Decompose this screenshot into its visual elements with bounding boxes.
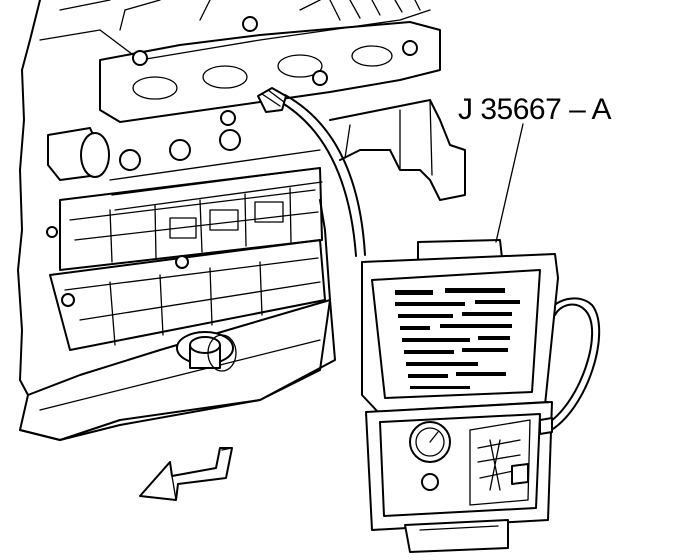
adapter-set <box>469 419 531 506</box>
instruction-plate <box>395 288 520 389</box>
tool-case <box>361 239 559 553</box>
pressure-gauge <box>409 421 451 491</box>
pressure-hose <box>257 87 601 433</box>
front-arrow-icon <box>139 447 233 501</box>
tool-callout-label: J 35667 – A <box>458 93 611 126</box>
callout-leader-line <box>495 123 524 243</box>
engine-block <box>17 0 466 441</box>
